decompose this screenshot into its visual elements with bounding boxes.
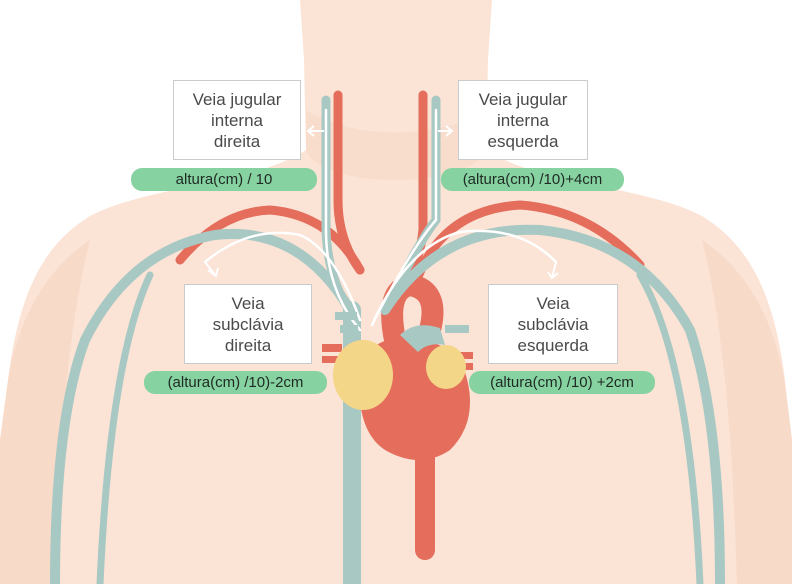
formula-right-internal-jugular: altura(cm) / 10 <box>131 168 317 191</box>
label-line: esquerda <box>488 131 559 152</box>
label-line: direita <box>225 335 271 356</box>
label-line: esquerda <box>518 335 589 356</box>
formula-left-internal-jugular: (altura(cm) /10)+4cm <box>441 168 624 191</box>
formula-right-subclavian: (altura(cm) /10)-2cm <box>144 371 327 394</box>
right-atrium <box>333 340 393 410</box>
label-line: subclávia <box>518 314 589 335</box>
label-right-internal-jugular: Veia jugular interna direita <box>173 80 301 160</box>
label-line: Veia <box>536 293 569 314</box>
label-line: subclávia <box>213 314 284 335</box>
label-line: Veia <box>231 293 264 314</box>
label-left-subclavian: Veia subclávia esquerda <box>488 284 618 364</box>
label-line: interna <box>211 110 263 131</box>
label-line: Veia jugular <box>193 89 282 110</box>
label-line: Veia jugular <box>479 89 568 110</box>
left-atrium <box>426 345 466 389</box>
formula-left-subclavian: (altura(cm) /10) +2cm <box>469 371 655 394</box>
label-right-subclavian: Veia subclávia direita <box>184 284 312 364</box>
label-line: direita <box>214 131 260 152</box>
label-line: interna <box>497 110 549 131</box>
label-left-internal-jugular: Veia jugular interna esquerda <box>458 80 588 160</box>
